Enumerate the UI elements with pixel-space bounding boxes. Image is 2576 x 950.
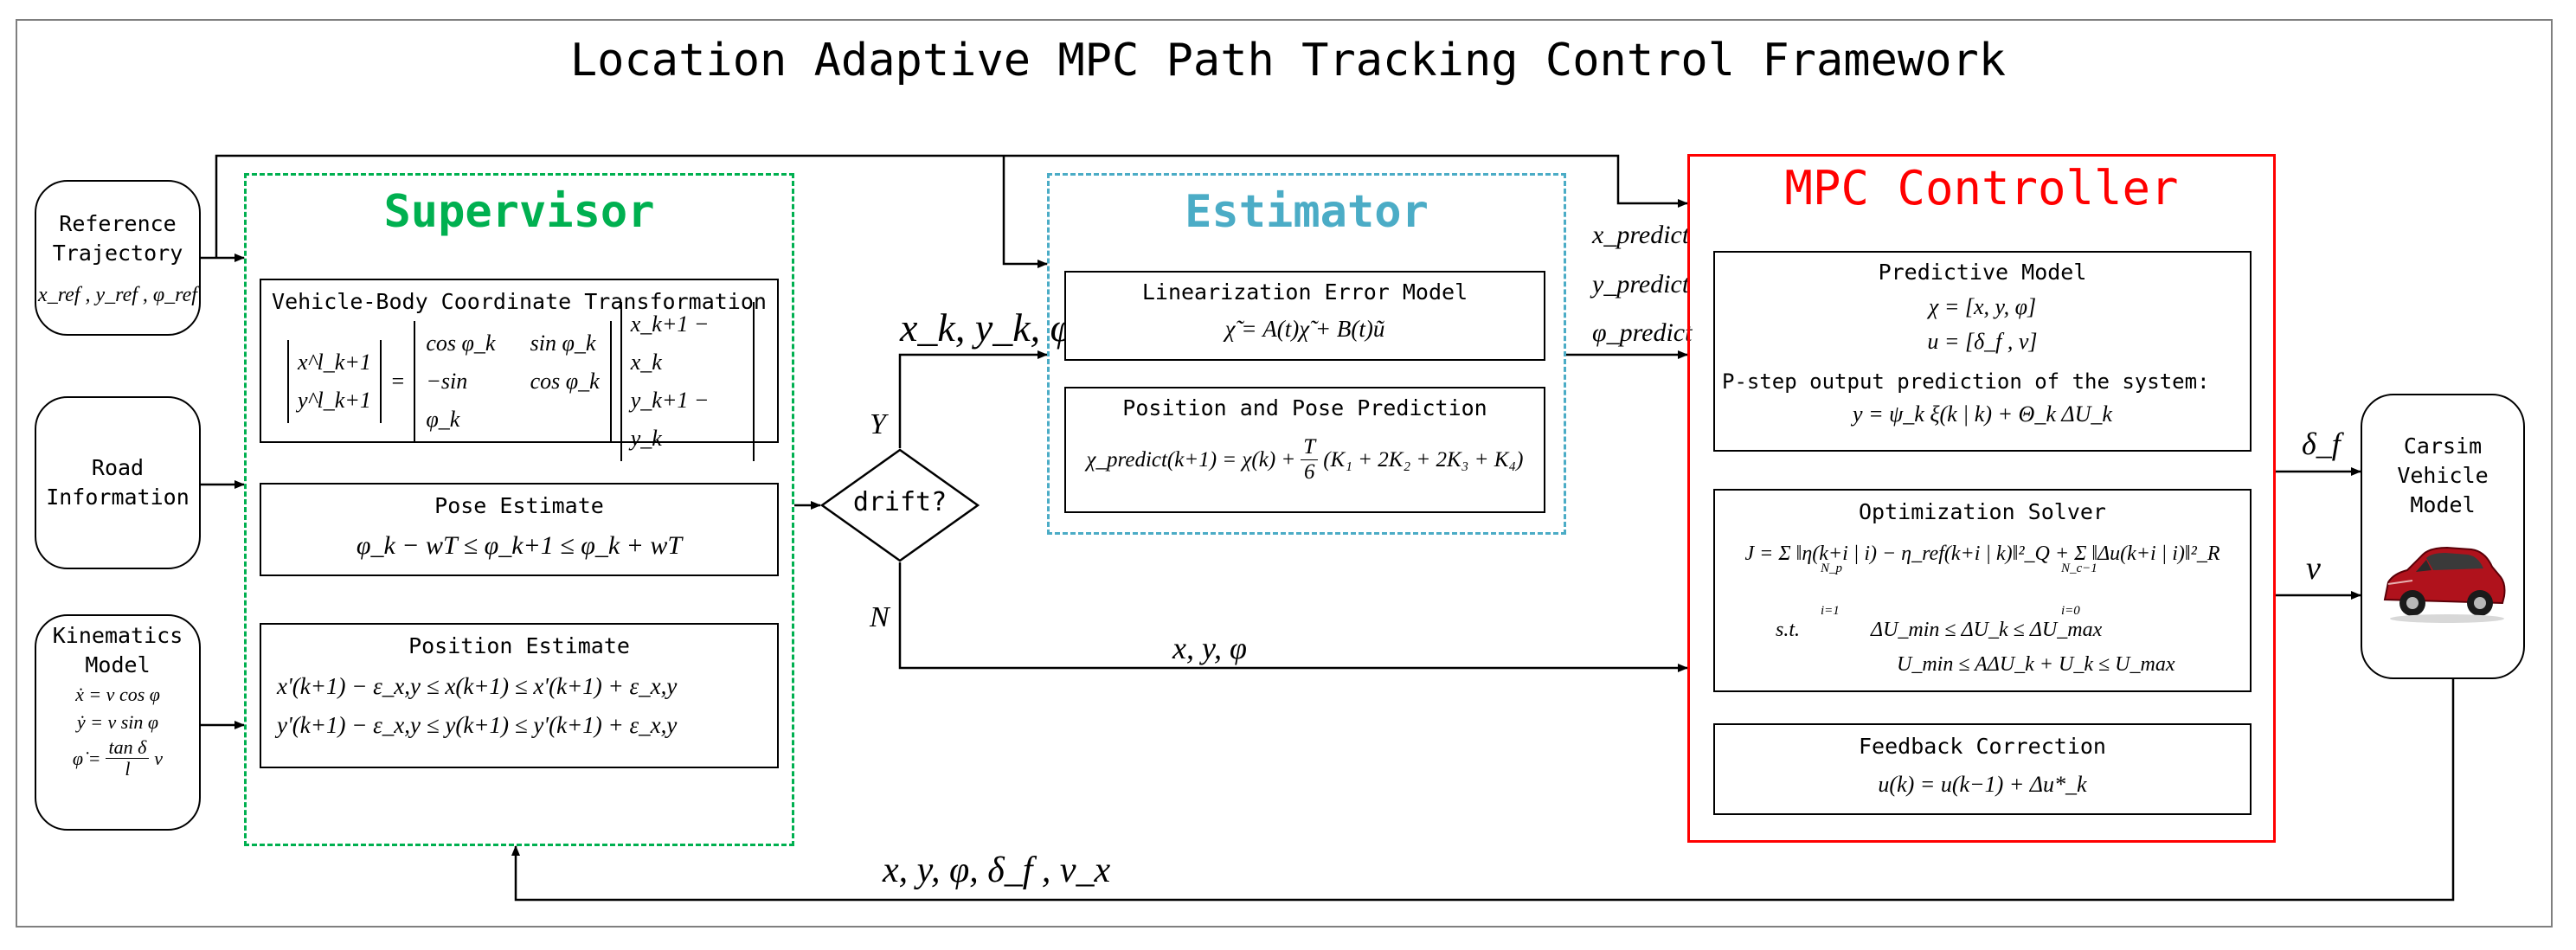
page-title: Location Adaptive MPC Path Tracking Cont…	[569, 35, 2007, 87]
prediction-label: Position and Pose Prediction	[1122, 395, 1487, 420]
kinematics-eq-3-den: l	[125, 758, 131, 780]
road-label-1: Road	[91, 455, 145, 480]
optimization-constraint-2: U_min ≤ AΔU_k + U_k ≤ U_max	[1897, 653, 2175, 676]
predictive-model-box: Predictive Model χ = [x, y, φ] u = [δ_f …	[1713, 251, 2252, 452]
x-predict-signal: x_predict	[1592, 221, 1690, 249]
transform-lhs-top: x^l_k+1	[298, 350, 371, 375]
feedback-correction-box: Feedback Correction u(k) = u(k−1) + Δu*_…	[1713, 723, 2252, 815]
kinematics-eq-3-num: tan δ	[106, 737, 150, 759]
drift-label: drift?	[852, 487, 948, 517]
carsim-label-1: Carsim	[2403, 433, 2483, 459]
transform-v1: x_k+1 − x_k	[630, 311, 710, 375]
reference-label-1: Reference	[59, 210, 177, 236]
delta-output-label: δ_f	[2302, 427, 2341, 461]
kinematics-model-box: Kinematics Model ẋ = v cos φ ẏ = v sin φ…	[35, 614, 201, 831]
predictive-eq-3: y = ψ_k ξ(k | k) + Θ_k ΔU_k	[1853, 401, 2112, 427]
arrow-drift-no	[898, 562, 1688, 672]
sum1-top: N_p	[1821, 562, 1843, 575]
prediction-eq-right: (K₁ + 2K₂ + 2K₃ + K₄)	[1323, 447, 1524, 472]
kinematics-label-1: Kinematics	[52, 623, 183, 648]
reference-vars: x_ref , y_ref , φ_ref	[38, 283, 197, 306]
carsim-label-3: Model	[2410, 492, 2476, 517]
optimization-constraint-1: ΔU_min ≤ ΔU_k ≤ ΔU_max	[1871, 619, 2103, 641]
optimization-st: s.t.	[1776, 619, 1801, 641]
prediction-frac-num: T	[1301, 435, 1319, 460]
supervisor-group	[244, 173, 794, 846]
linearization-label: Linearization Error Model	[1141, 279, 1468, 305]
coordinate-transform-eq: x^l_k+1 y^l_k+1 = cos φ_k sin φ_k −sin φ…	[287, 302, 755, 461]
reference-label-2: Trajectory	[52, 240, 183, 266]
predictive-note: P-step output prediction of the system:	[1722, 369, 2210, 394]
position-estimate-eq-2: y'(k+1) − ε_x,y ≤ y(k+1) ≤ y'(k+1) + ε_x…	[277, 712, 678, 738]
drift-no-label: N	[870, 601, 890, 633]
arrow-reference-to-estimator	[1002, 156, 1048, 268]
carsim-label-2: Vehicle	[2397, 463, 2489, 488]
transform-m12: sin φ_k	[530, 331, 596, 356]
optimization-solver-box: Optimization Solver J = Σ ‖η(k+i | i) − …	[1713, 489, 2252, 692]
feedback-correction-eq: u(k) = u(k−1) + Δu*_k	[1878, 772, 2087, 797]
prediction-box: Position and Pose Prediction χ_predict(k…	[1064, 387, 1545, 513]
position-estimate-box: Position Estimate x'(k+1) − ε_x,y ≤ x(k+…	[260, 623, 779, 768]
predictive-model-label: Predictive Model	[1878, 260, 2087, 285]
v-output-label: v	[2306, 550, 2321, 587]
sum1-bottom: i=1	[1821, 604, 1840, 618]
position-estimate-eq-1: x'(k+1) − ε_x,y ≤ x(k+1) ≤ x'(k+1) + ε_x…	[277, 673, 678, 699]
transform-lhs-bottom: y^l_k+1	[298, 388, 371, 413]
prediction-frac-den: 6	[1304, 460, 1315, 484]
pose-estimate-eq: φ_k − wT ≤ φ_k+1 ≤ φ_k + wT	[356, 531, 683, 560]
arrow-feedback-loop	[511, 679, 2455, 902]
estimator-title: Estimator	[1185, 186, 1429, 238]
kinematics-eq-3-right: v	[154, 747, 164, 769]
optimization-label: Optimization Solver	[1859, 499, 2106, 524]
transform-m22: cos φ_k	[530, 369, 600, 394]
linearization-eq: χ̃ = A(t)χ̃ + B(t)ũ	[1224, 316, 1385, 342]
sum2-top: N_c−1	[2061, 562, 2097, 575]
kinematics-eq-1: ẋ = v cos φ	[75, 684, 160, 705]
pose-estimate-box: Pose Estimate φ_k − wT ≤ φ_k+1 ≤ φ_k + w…	[260, 483, 779, 576]
coordinate-transform-label: Vehicle-Body Coordinate Transformation	[272, 289, 767, 314]
prediction-eq-left: χ_predict(k+1) = χ(k) +	[1086, 447, 1296, 472]
arrow-drift-yes	[898, 350, 1048, 448]
predictive-eq-1: χ = [x, y, φ]	[1928, 294, 2037, 319]
position-estimate-label: Position Estimate	[408, 633, 630, 658]
kinematics-eq-2: ẏ = v sin φ	[76, 711, 159, 733]
mpc-title: MPC Controller	[1784, 161, 2179, 215]
drift-yes-label: Y	[870, 408, 886, 440]
mpc-controller-group	[1687, 154, 2276, 843]
transform-m11: cos φ_k	[426, 331, 496, 356]
optimization-eq: J = Σ ‖η(k+i | i) − η_ref(k+i | k)‖²_Q +…	[1744, 542, 2220, 565]
reference-trajectory-box: Reference Trajectory x_ref , y_ref , φ_r…	[35, 180, 201, 336]
sum2-bottom: i=0	[2061, 604, 2080, 618]
predictive-eq-2: u = [δ_f , v]	[1927, 329, 2038, 354]
estimator-group	[1047, 173, 1566, 535]
drift-no-signal: x, y, φ	[1172, 631, 1247, 665]
kinematics-eq-3-left: φ̇ =	[72, 747, 101, 769]
arrow-reference-to-mpc	[215, 154, 1688, 258]
drift-decision-diamond	[820, 448, 980, 562]
transform-v2: y_k+1 − y_k	[630, 388, 710, 451]
kinematics-eq-3: φ̇ = tan δ l v	[73, 737, 163, 780]
pose-estimate-label: Pose Estimate	[434, 493, 604, 518]
feedback-correction-label: Feedback Correction	[1859, 734, 2106, 759]
feedback-signal-label: x, y, φ, δ_f , v_x	[883, 851, 1111, 890]
phi-predict-signal: φ_predict	[1592, 318, 1693, 347]
y-predict-signal: y_predict	[1592, 270, 1690, 298]
linearization-box: Linearization Error Model χ̃ = A(t)χ̃ + …	[1064, 271, 1545, 361]
carsim-vehicle-box: Carsim Vehicle Model	[2361, 394, 2525, 679]
road-information-box: Road Information	[35, 396, 201, 569]
coordinate-transform-box: Vehicle-Body Coordinate Transformation x…	[260, 279, 779, 461]
kinematics-label-2: Model	[85, 652, 151, 677]
transform-m21: −sin φ_k	[426, 369, 468, 432]
outer-frame	[16, 19, 2553, 928]
car-icon	[2383, 546, 2506, 623]
prediction-eq: χ_predict(k+1) = χ(k) + T 6 (K₁ + 2K₂ + …	[1066, 435, 1544, 485]
road-label-2: Information	[46, 485, 190, 510]
supervisor-title: Supervisor	[383, 186, 655, 238]
